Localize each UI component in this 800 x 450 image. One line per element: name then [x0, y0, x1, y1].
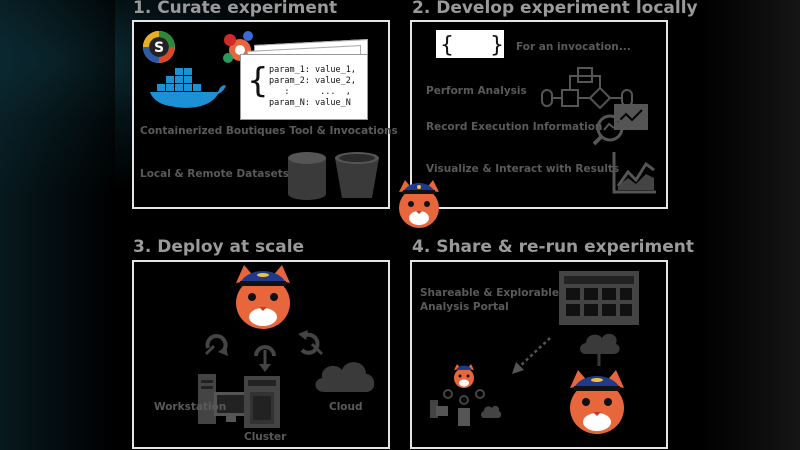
- param-line: param_N: value_N: [269, 98, 351, 108]
- database-cylinder-icon: [288, 152, 326, 200]
- param-line: : ... ,: [269, 87, 351, 97]
- section-2-title: 2. Develop experiment locally: [412, 0, 698, 18]
- cat-pilot-mascot-share: [570, 370, 624, 434]
- share-panel: Shareable & Explorable Analysis Portal: [410, 260, 668, 449]
- cat-pilot-mascot-small: [399, 180, 439, 228]
- svg-text:}: }: [490, 33, 504, 58]
- param-sheet-front: { param_1: value_1, param_2: value_2, : …: [240, 54, 368, 120]
- svg-text:S: S: [154, 40, 164, 56]
- cluster-server-icon: [244, 376, 280, 428]
- svg-text:{: {: [440, 33, 454, 58]
- cloud-icon: [315, 362, 375, 392]
- background-right-edge: [700, 0, 800, 450]
- param-line: param_1: value_1,: [269, 65, 356, 75]
- cat-pilot-mascot-mini: [454, 364, 474, 388]
- workstation-icon: [198, 374, 248, 424]
- bucket-icon: [335, 152, 379, 198]
- param-line: param_2: value_2,: [269, 76, 356, 86]
- docker-whale-icon: [150, 68, 226, 108]
- sync-arrow-icon: [204, 334, 228, 356]
- curate-panel: S { param_1: value_1, param_2: value_2, …: [132, 20, 398, 209]
- cat-pilot-mascot-deploy: [236, 265, 290, 329]
- target-cluster: Cluster: [244, 431, 287, 443]
- sync-arrow-down-icon: [254, 345, 276, 372]
- section-3-title: 3. Deploy at scale: [133, 237, 305, 257]
- cloud-upload-icon: [580, 333, 620, 366]
- develop-panel: { } For an invocation... Perform Analysi…: [410, 20, 668, 209]
- datasets-label: Local & Remote Datasets: [140, 168, 289, 180]
- step-analysis: Perform Analysis: [426, 85, 527, 97]
- grid-portal-icon: [559, 271, 639, 325]
- background-left-edge: [0, 0, 115, 450]
- step-visualize: Visualize & Interact with Results: [426, 163, 620, 175]
- section-1-title: 1. Curate experiment: [133, 0, 338, 18]
- flowchart-icon: [541, 67, 633, 110]
- brace-left: {: [247, 61, 269, 101]
- portal-label: Shareable & Explorable Analysis Portal: [420, 287, 559, 313]
- sync-arrow-right-icon: [298, 330, 324, 356]
- line-chart-icon: [612, 152, 656, 194]
- param-list: param_1: value_1, param_2: value_2, : ..…: [269, 65, 356, 109]
- json-sheet-icon: { }: [436, 30, 504, 58]
- step-record: Record Execution Information: [426, 121, 603, 133]
- search-graph-icon: [592, 104, 648, 146]
- dashed-arrow-icon: [512, 337, 551, 374]
- target-workstation: Workstation: [154, 401, 227, 413]
- target-cloud: Cloud: [329, 401, 363, 413]
- boutiques-logo-icon: S: [143, 31, 175, 63]
- mini-deploy-diagram: [430, 389, 502, 426]
- step-invocation: For an invocation...: [516, 41, 631, 53]
- section-4-title: 4. Share & re-run experiment: [412, 237, 694, 257]
- containers-label: Containerized Boutiques Tool & Invocatio…: [140, 125, 398, 137]
